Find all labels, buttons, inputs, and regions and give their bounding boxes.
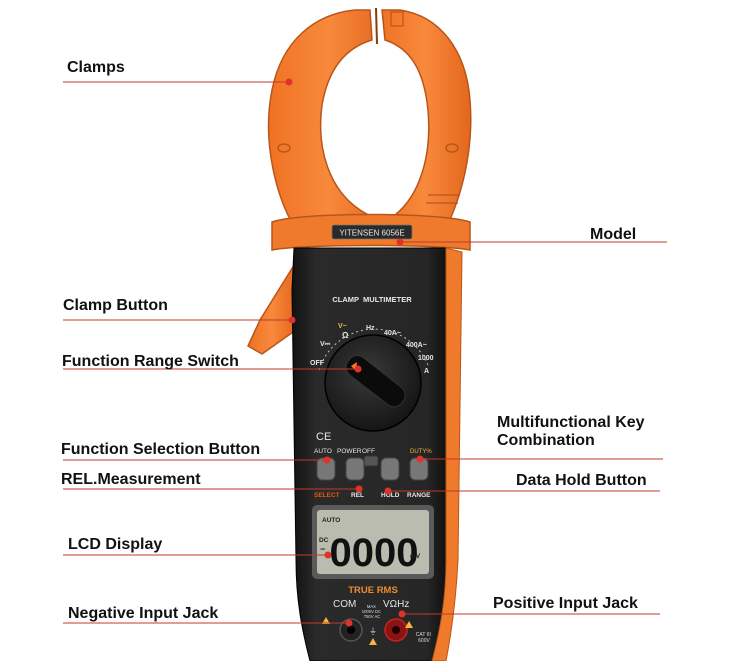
label-positive-input-jack: Positive Input Jack <box>493 595 638 612</box>
label-multifunctional-key: Multifunctional Key Combination <box>497 414 645 449</box>
label-clamps: Clamps <box>67 59 125 76</box>
max-rating-line-1: MAX <box>367 604 376 609</box>
max-rating-line-3: 750V AC <box>364 614 381 619</box>
warning-icon-left <box>322 617 330 624</box>
warning-icon-center <box>369 638 377 645</box>
com-label: COM <box>333 599 356 610</box>
dial-label-40a: 40A~ <box>384 330 401 337</box>
lcd-auto: AUTO <box>322 517 340 524</box>
rel-button[interactable] <box>345 457 365 481</box>
dial-label-off: OFF <box>310 360 325 367</box>
dial-label-v: V⎓ <box>320 341 331 348</box>
label-clamp-button: Clamp Button <box>63 297 168 314</box>
lcd-unit: mV <box>410 553 421 560</box>
label-model: Model <box>590 226 637 243</box>
meter-title: CLAMP MULTIMETER <box>332 295 412 304</box>
category-line-1: CAT III <box>416 632 431 638</box>
negative-input-jack[interactable] <box>339 618 363 642</box>
warning-icon-right <box>405 621 413 628</box>
hold-button[interactable] <box>380 457 400 481</box>
dial-label-ohm: Ω <box>342 331 349 340</box>
leader-lines <box>63 78 667 627</box>
select-label: SELECT <box>314 492 340 499</box>
positive-input-jack[interactable] <box>384 618 408 642</box>
lcd-reading: 0000 <box>330 531 419 575</box>
dial-scale-labels: OFF V⎓ V~ Ω Hz 40A~ 400A~ 1000 A <box>310 323 434 375</box>
lcd-minus: − <box>320 544 325 554</box>
category-line-2: 600V <box>418 638 430 644</box>
ce-mark: CE <box>316 431 331 443</box>
dial-label-a: A <box>424 368 429 375</box>
power-button[interactable] <box>363 455 379 467</box>
clamp-jaws <box>267 7 472 241</box>
dial-label-400a: 400A~ <box>406 342 427 349</box>
power-label: POWER <box>337 448 362 455</box>
duty-label: DUTY% <box>410 449 432 455</box>
label-function-selection-button: Function Selection Button <box>61 441 261 458</box>
hold-label: HOLD <box>381 492 400 499</box>
power-off-label: OFF <box>362 448 375 455</box>
function-range-switch[interactable] <box>324 334 422 432</box>
label-negative-input-jack: Negative Input Jack <box>68 605 219 622</box>
model-plate-text: YITENSEN 6056E <box>339 229 404 238</box>
ground-icon: ⏚ <box>369 627 377 636</box>
true-rms-label: TRUE RMS <box>348 585 398 596</box>
model-plate: YITENSEN 6056E <box>331 224 413 240</box>
v-ohm-hz-label: VΩHz <box>383 599 409 610</box>
auto-label: AUTO <box>314 448 332 455</box>
label-rel-measurement: REL.Measurement <box>61 471 201 488</box>
clamp-button[interactable] <box>247 259 297 355</box>
dial-label-hz: Hz <box>366 325 375 332</box>
label-lcd-display: LCD Display <box>68 536 163 553</box>
range-label: RANGE <box>407 492 431 499</box>
label-data-hold-button: Data Hold Button <box>516 472 647 489</box>
lcd-display: AUTO DC − 0000 mV <box>312 505 434 579</box>
max-rating-line-2: 1000V DC <box>362 609 381 614</box>
rel-label: REL <box>351 492 364 499</box>
lcd-dc: DC <box>319 537 329 544</box>
dial-label-1000: 1000 <box>418 355 434 362</box>
label-function-range-switch: Function Range Switch <box>62 353 239 370</box>
max-rating-label: MAX 1000V DC 750V AC <box>362 604 383 619</box>
category-label: CAT III 600V <box>416 632 433 644</box>
dial-label-v-ac: V~ <box>338 323 347 330</box>
